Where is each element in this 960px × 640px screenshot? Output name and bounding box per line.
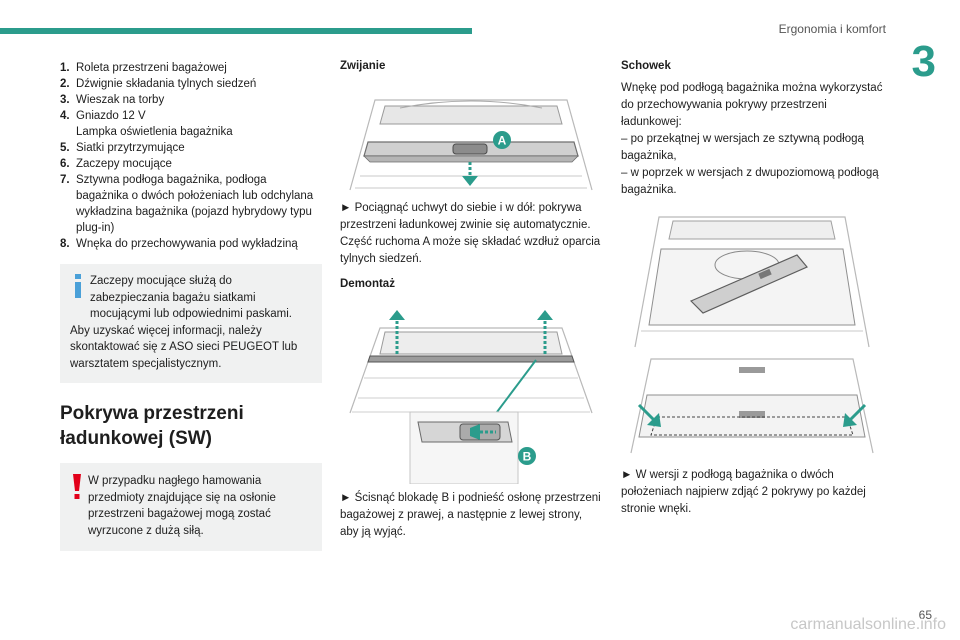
trunk-legend-list: 1.Roleta przestrzeni bagażowej 2.Dźwigni…	[60, 60, 322, 252]
retract-cover-illustration: A	[340, 80, 602, 192]
column-left: 1.Roleta przestrzeni bagażowej 2.Dźwigni…	[60, 60, 322, 551]
section-header-title: Ergonomia i komfort	[778, 22, 886, 36]
info-note-text: Zaczepy mocujące służą do zabezpieczania…	[90, 275, 292, 320]
warning-box: W przypadku nagłego hamowania przedmioty…	[60, 463, 322, 551]
list-item: 1.Roleta przestrzeni bagażowej	[60, 62, 227, 74]
demontaz-instruction: ► Ścisnąć blokadę B i podnieść osłonę pr…	[340, 492, 601, 538]
list-item: Lampka oświetlenia bagażnika	[76, 126, 233, 138]
schowek-instruction: ► W wersji z podłogą bagażnika o dwóch p…	[621, 469, 866, 515]
header-accent-bar	[0, 28, 472, 34]
list-item: 7.Sztywna podłoga bagażnika, podłoga bag…	[60, 174, 314, 234]
info-note-contact: Aby uzyskać więcej informacji, należy sk…	[70, 324, 298, 370]
schowek-option-crosswise: – w poprzek w wersjach z dwupoziomową po…	[621, 167, 879, 196]
label-a-marker: A	[498, 134, 507, 148]
chapter-number: 3	[911, 37, 936, 86]
remove-cover-illustration: B	[340, 298, 602, 484]
list-item: 2.Dźwignie składania tylnych siedzeń	[60, 78, 257, 90]
page-number: 65	[918, 608, 932, 622]
demontaz-heading: Demontaż	[340, 278, 395, 290]
list-item: 5.Siatki przytrzymujące	[60, 142, 185, 154]
column-middle: Zwijanie A ► Pociągnąć uchwyt do siebie …	[340, 60, 602, 541]
list-item: 3.Wieszak na torby	[60, 94, 165, 106]
watermark-text: carmanualsonline.info	[790, 616, 946, 633]
crosswise-storage-illustration	[621, 355, 883, 455]
label-b-marker: B	[523, 450, 532, 464]
info-note-box: Zaczepy mocujące służą do zabezpieczania…	[60, 264, 322, 383]
diagonal-storage-illustration	[621, 209, 883, 349]
column-right: Schowek Wnękę pod podłogą bagażnika możn…	[621, 60, 883, 518]
info-icon	[75, 274, 81, 298]
schowek-intro: Wnękę pod podłogą bagażnika można wykorz…	[621, 82, 883, 128]
list-item: 6.Zaczepy mocujące	[60, 158, 172, 170]
list-item: 8.Wnęka do przechowywania pod wykładziną	[60, 238, 298, 250]
zwijanie-heading: Zwijanie	[340, 60, 386, 72]
schowek-option-diagonal: – po przekątnej w wersjach ze sztywną po…	[621, 133, 864, 162]
zwijanie-instruction: ► Pociągnąć uchwyt do siebie i w dół: po…	[340, 202, 601, 265]
warning-icon	[73, 474, 81, 499]
schowek-heading: Schowek	[621, 60, 671, 72]
warning-text: W przypadku nagłego hamowania przedmioty…	[88, 475, 276, 537]
list-item: 4.Gniazdo 12 V	[60, 110, 146, 122]
section-title: Pokrywa przestrzeni ładunkowej (SW)	[60, 403, 244, 449]
